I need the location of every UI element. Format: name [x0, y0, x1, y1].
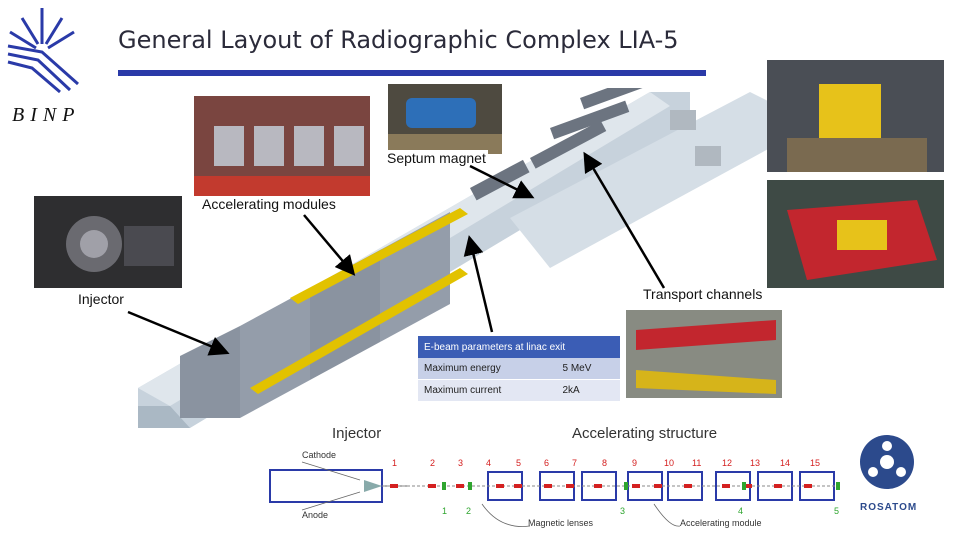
schematic-accelerating-title: Accelerating structure: [572, 425, 718, 442]
element-number-red: 1: [392, 458, 397, 468]
binp-logo-text: BINP: [12, 104, 81, 126]
transport-red-photo: [767, 180, 944, 288]
element-number-green: 1: [442, 506, 447, 516]
element-number-red: 10: [664, 458, 674, 468]
element-number-red: 12: [722, 458, 732, 468]
element-number-green: 2: [466, 506, 471, 516]
magnetic-lenses-label: Magnetic lenses: [528, 518, 594, 528]
rosatom-text: ROSATOM: [860, 502, 918, 513]
element-number-green: 4: [738, 506, 743, 516]
label-injector: Injector: [76, 291, 126, 307]
table-cell: 2kA: [556, 379, 620, 402]
anode-label: Anode: [302, 510, 328, 520]
element-number-red: 14: [780, 458, 790, 468]
element-number-red: 4: [486, 458, 491, 468]
accelerating-modules-row: [180, 208, 468, 418]
septum-magnet-photo: [388, 84, 502, 154]
rosatom-logo-icon: [860, 435, 914, 489]
element-number-red: 13: [750, 458, 760, 468]
complex-layout-render: [138, 88, 770, 428]
schematic-injector-title: Injector: [332, 425, 382, 442]
table-cell: Maximum current: [418, 379, 557, 402]
ebeam-parameters-table: E-beam parameters at linac exit Maximum …: [418, 336, 620, 402]
binp-logo-icon: [7, 8, 79, 94]
table-cell: Maximum energy: [418, 358, 557, 380]
table-cell: 5 MeV: [556, 358, 620, 380]
element-number-red: 15: [810, 458, 820, 468]
element-number-red: 9: [632, 458, 637, 468]
table-row: Maximum current 2kA: [418, 379, 620, 402]
element-number-red: 7: [572, 458, 577, 468]
element-number-red: 11: [692, 458, 701, 468]
accelerating-module-label: Accelerating module: [680, 518, 762, 528]
injector-photo: [34, 196, 182, 288]
element-number-red: 2: [430, 458, 435, 468]
table-header: E-beam parameters at linac exit: [418, 336, 620, 358]
element-number-red: 3: [458, 458, 463, 468]
element-number-red: 5: [516, 458, 521, 468]
page-title: General Layout of Radiographic Complex L…: [118, 26, 679, 54]
label-accelerating-modules: Accelerating modules: [200, 196, 338, 212]
title-underline: [118, 70, 706, 76]
accelerating-modules-photo: [194, 96, 370, 196]
element-number-red: 8: [602, 458, 607, 468]
element-number-red: 6: [544, 458, 549, 468]
label-septum-magnet: Septum magnet: [385, 150, 488, 166]
label-transport-channels: Transport channels: [641, 286, 765, 302]
cathode-label: Cathode: [302, 450, 336, 460]
transport-channels-photo: [626, 310, 782, 398]
magnet-yellow-photo: [767, 60, 944, 172]
table-row: Maximum energy 5 MeV: [418, 358, 620, 380]
element-number-green: 3: [620, 506, 625, 516]
element-number-green: 5: [834, 506, 839, 516]
